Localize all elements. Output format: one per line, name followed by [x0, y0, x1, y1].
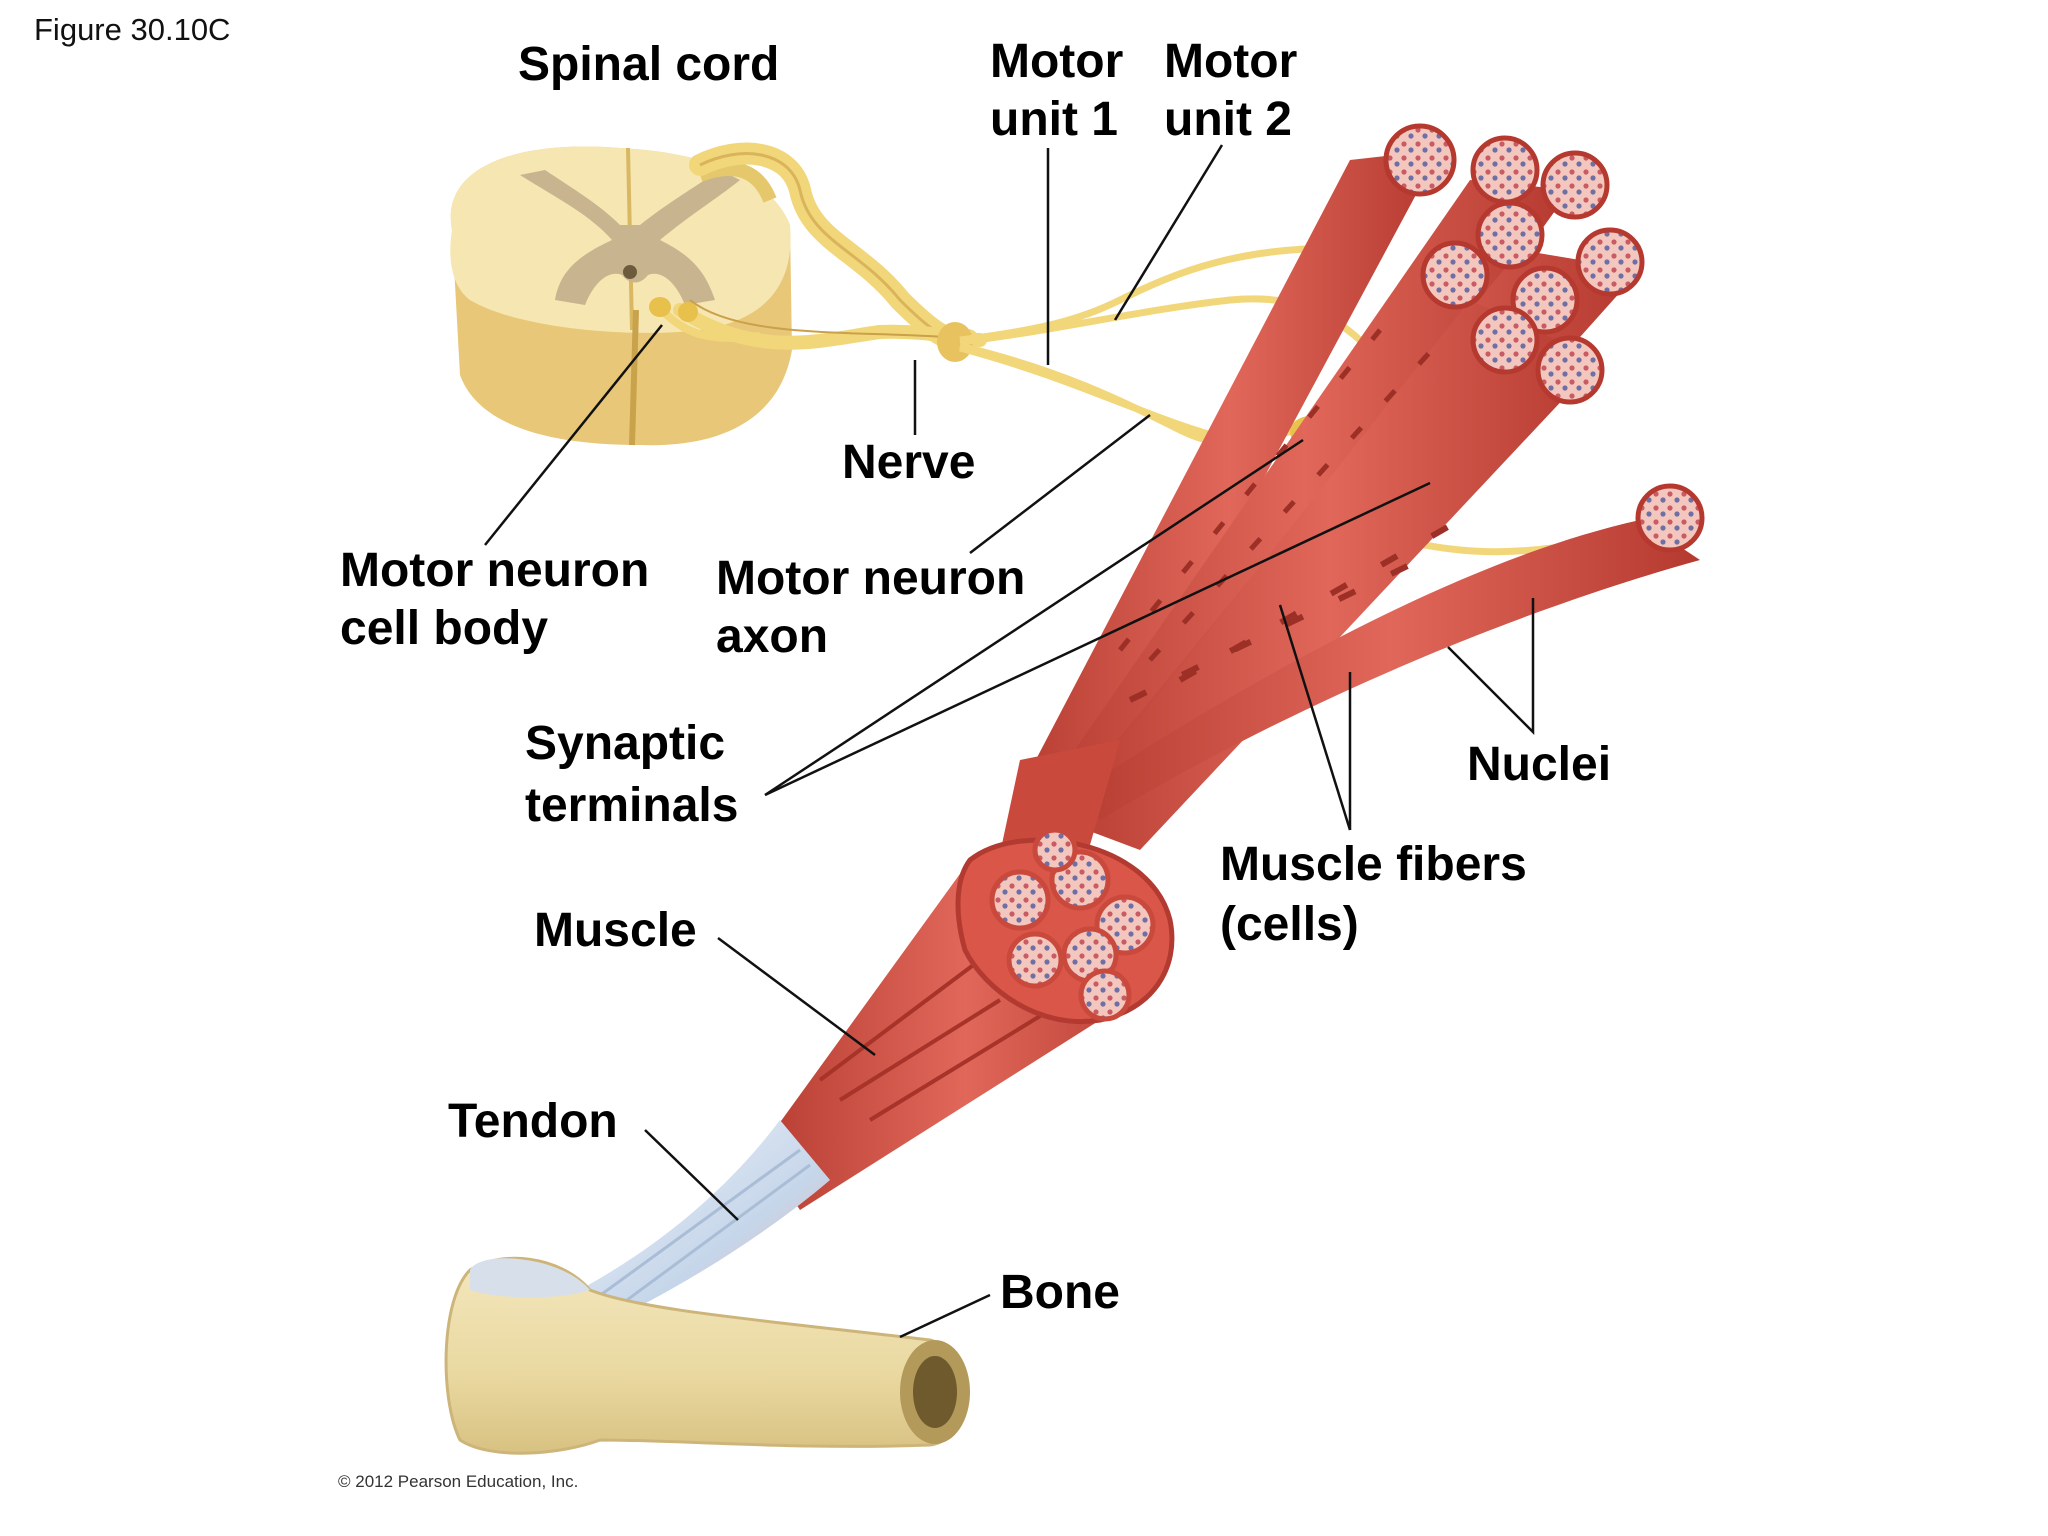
label-muscle-fibers-line1: Muscle fibers [1220, 838, 1527, 891]
label-cell-body-line2: cell body [340, 602, 549, 655]
label-motor-unit-2-line1: Motor [1164, 35, 1298, 88]
label-motor-neuron-axon: Motor neuron axon [716, 550, 1025, 666]
label-motor-unit-1-line2: unit 1 [990, 93, 1118, 146]
label-motor-unit-2-line2: unit 2 [1164, 93, 1292, 146]
label-motor-unit-2: Motor unit 2 [1164, 33, 1297, 149]
leader-bone [899, 1293, 991, 1339]
leader-lines [484, 144, 1535, 1339]
label-tendon: Tendon [448, 1095, 618, 1148]
fiber-cross-section [1383, 123, 1457, 197]
figure-number: Figure 30.10C [34, 12, 231, 47]
leader-synaptic-1 [764, 438, 1304, 797]
label-muscle-fibers: Muscle fibers (cells) [1220, 835, 1527, 955]
leader-muscle [717, 936, 876, 1057]
bone-illustration [444, 1256, 970, 1455]
leader-muscle-fibers-1 [1278, 604, 1352, 831]
label-motor-neuron-cell-body: Motor neuron cell body [340, 542, 649, 658]
label-spinal-cord: Spinal cord [518, 38, 780, 91]
label-synaptic-line2: terminals [525, 779, 739, 832]
spinal-cord-illustration [450, 142, 979, 446]
label-muscle: Muscle [534, 904, 697, 957]
leader-synaptic-2 [764, 481, 1431, 797]
copyright-notice: © 2012 Pearson Education, Inc. [338, 1472, 579, 1491]
muscle-illustration [760, 827, 1175, 1210]
leader-nuclei [1447, 598, 1535, 736]
label-muscle-fibers-line2: (cells) [1220, 898, 1359, 951]
label-axon-line2: axon [716, 610, 829, 663]
label-bone: Bone [1000, 1266, 1120, 1319]
label-cell-body-line1: Motor neuron [340, 544, 650, 597]
label-axon-line1: Motor neuron [716, 552, 1026, 605]
leader-motor-unit-2 [1113, 144, 1224, 321]
muscle-fibers-illustration [990, 123, 1705, 900]
label-synaptic-terminals: Synaptic terminals [525, 713, 738, 837]
leader-tendon [644, 1129, 739, 1221]
leader-cell-body [484, 324, 663, 546]
motor-neuron-cell-body-shape [649, 297, 671, 317]
label-motor-unit-1: Motor unit 1 [990, 33, 1123, 149]
label-nuclei: Nuclei [1467, 738, 1612, 791]
leader-axon [969, 414, 1151, 554]
label-synaptic-line1: Synaptic [525, 717, 726, 770]
label-nerve: Nerve [842, 436, 976, 489]
label-motor-unit-1-line1: Motor [990, 35, 1124, 88]
tendon-illustration [560, 1120, 830, 1330]
